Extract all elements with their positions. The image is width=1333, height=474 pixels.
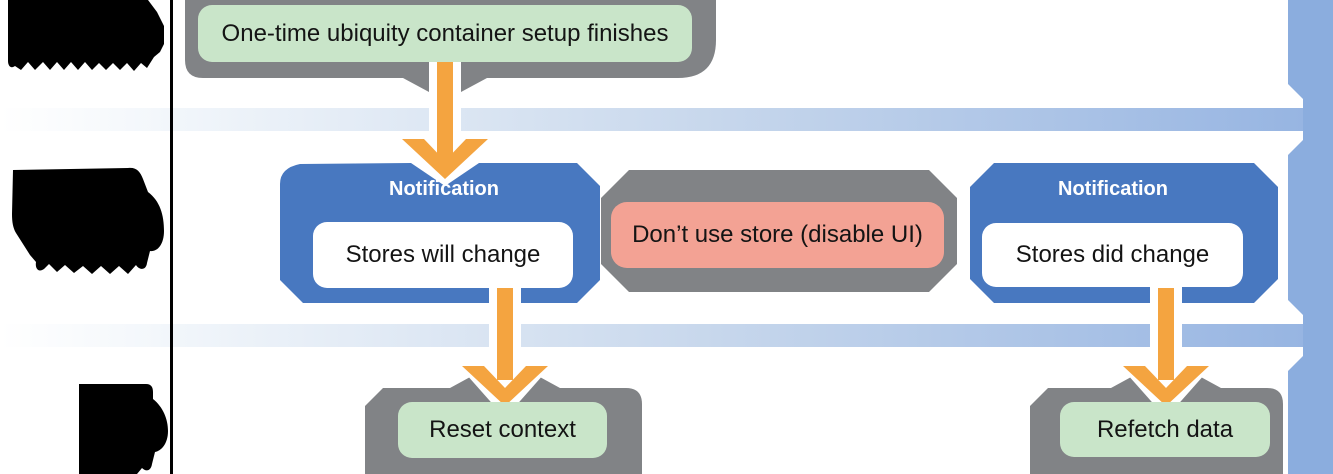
arrow-notification-to-refetch	[1123, 288, 1209, 406]
reset-context-box: Reset context	[398, 402, 607, 458]
timeline-divider-line	[170, 0, 173, 474]
arrow-setup-to-notification	[402, 56, 488, 179]
timeline-bar-right	[1288, 0, 1333, 474]
notification-left-title: Notification	[389, 177, 499, 200]
redacted-label-top	[8, 0, 164, 71]
arrow-notification-to-reset	[462, 288, 548, 406]
dont-use-store-box: Don’t use store (disable UI)	[611, 202, 944, 268]
bar-notch-icon	[1288, 131, 1303, 155]
redacted-label-bottom	[79, 384, 168, 474]
bar-notch-icon	[1288, 347, 1303, 371]
ubiquity-setup-box: One-time ubiquity container setup finish…	[198, 5, 692, 62]
stores-will-change-box: Stores will change	[313, 222, 573, 288]
queue-band-2	[0, 324, 1303, 347]
refetch-data-box: Refetch data	[1060, 402, 1270, 457]
bar-notch-icon	[1288, 84, 1303, 108]
redacted-label-middle	[12, 167, 164, 274]
bar-notch-icon	[1288, 300, 1303, 324]
stores-did-change-box: Stores did change	[982, 223, 1243, 287]
notification-right-title: Notification	[1058, 177, 1168, 200]
queue-band-1	[0, 108, 1303, 131]
